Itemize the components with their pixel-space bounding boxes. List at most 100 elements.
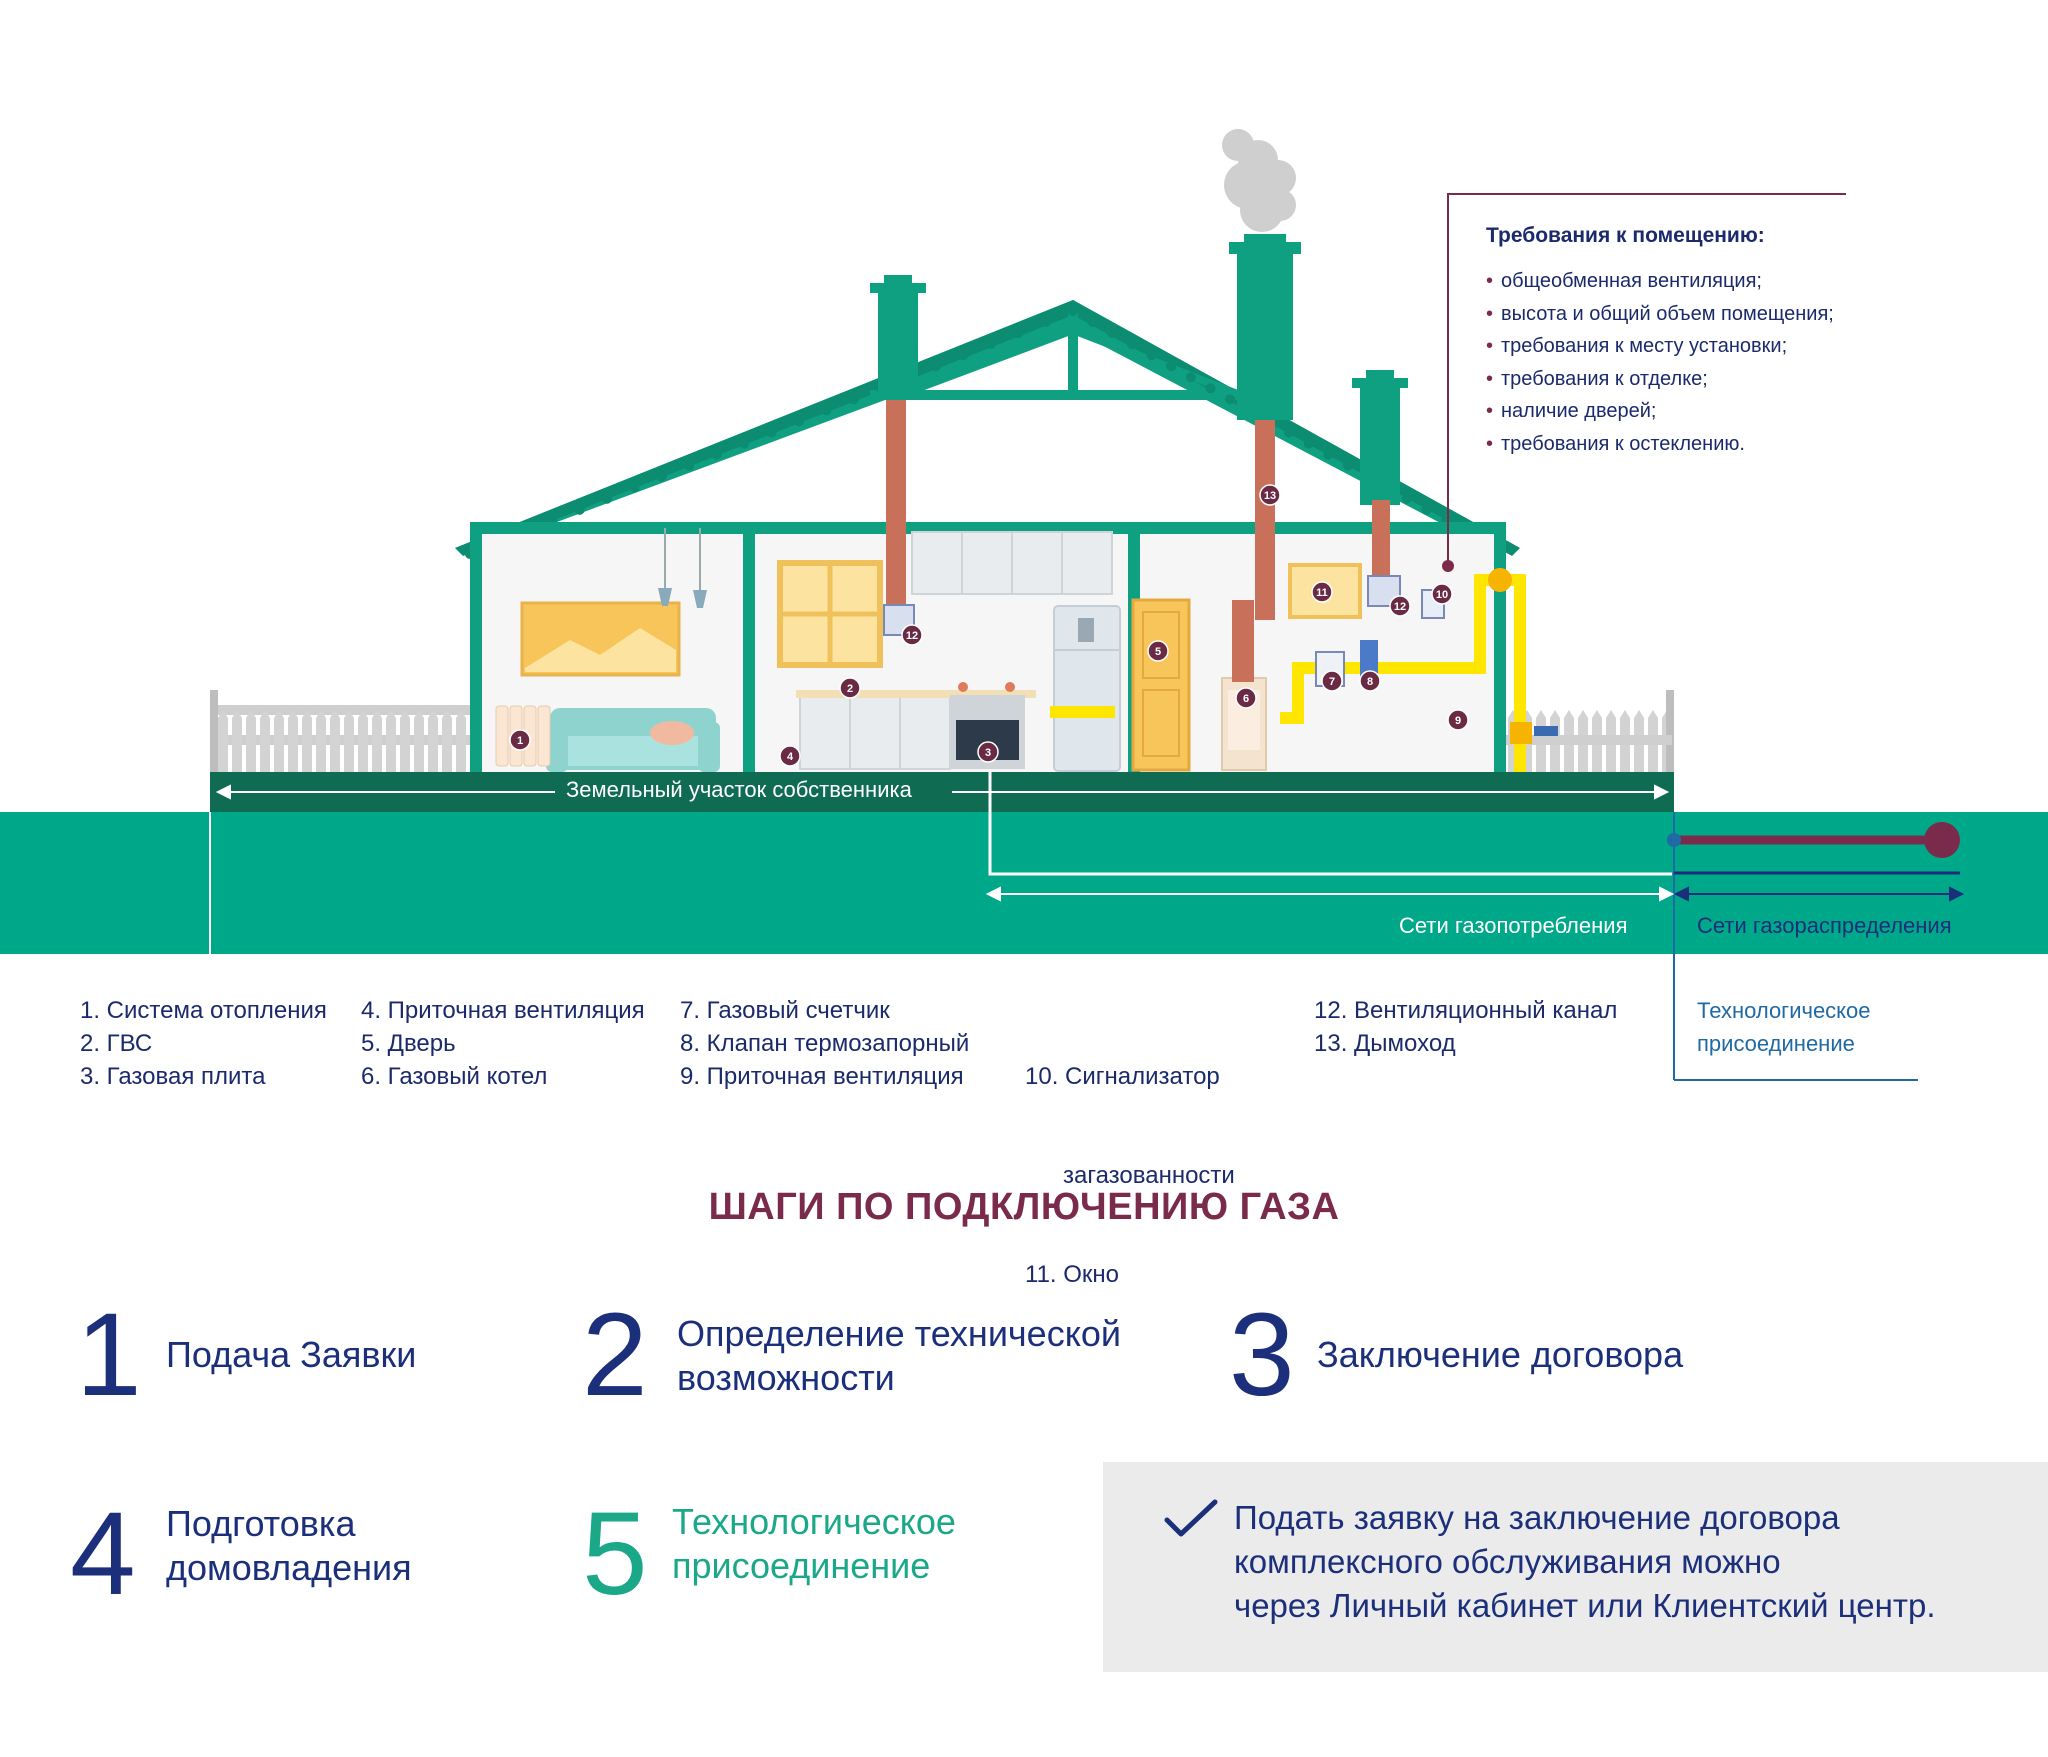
marker-2: 2 xyxy=(839,677,861,699)
fence-picket xyxy=(456,710,466,782)
door xyxy=(1131,598,1191,772)
pendant-lamp xyxy=(658,588,672,606)
fence-picket xyxy=(1648,710,1658,782)
legend-item: 8. Клапан термозапорный xyxy=(680,1030,970,1057)
room-window xyxy=(1288,563,1362,619)
picture-frame xyxy=(520,601,681,677)
bullet-icon: • xyxy=(1486,432,1494,455)
consumption-bracket xyxy=(988,772,1672,876)
roof-shingle xyxy=(1146,350,1157,361)
step-line: возможности xyxy=(677,1357,895,1398)
fence-picket xyxy=(288,710,298,782)
roof-shingle xyxy=(1107,328,1118,339)
pipe-joint xyxy=(1488,568,1512,592)
flue-pipe-left xyxy=(886,400,906,612)
svg-text:7: 7 xyxy=(1329,676,1335,688)
marker-8: 8 xyxy=(1359,670,1381,692)
legend-col-3: 7. Газовый счетчик 8. Клапан термозапорн… xyxy=(680,994,969,1093)
marker-6: 6 xyxy=(1235,687,1257,709)
distribution-arrow xyxy=(1673,886,1965,902)
chimney-right xyxy=(1352,370,1408,505)
bullet-icon: • xyxy=(1486,367,1494,390)
note-line: Подать заявку на заключение договора xyxy=(1234,1499,1840,1536)
fence-picket xyxy=(1592,710,1602,782)
fence-picket xyxy=(358,710,368,782)
step-text: Заключение договора xyxy=(1317,1333,1683,1377)
step-text: Технологическое присоединение xyxy=(672,1500,956,1588)
fence-picket xyxy=(1536,710,1546,782)
marker-7: 7 xyxy=(1321,670,1343,692)
requirement-item: •требования к остеклению. xyxy=(1486,432,1745,455)
svg-text:5: 5 xyxy=(1155,646,1161,658)
roof-shingle xyxy=(739,438,750,449)
roof-shingle xyxy=(1087,317,1098,328)
marker-10: 10 xyxy=(1431,583,1453,605)
legend-item: 2. ГВС xyxy=(80,1030,153,1057)
legend-item: 4. Приточная вентиляция xyxy=(361,997,645,1024)
legend-item: 12. Вентиляционный канал xyxy=(1314,997,1618,1024)
fence-picket xyxy=(442,710,452,782)
bullet-icon: • xyxy=(1486,302,1494,325)
steps-title: ШАГИ ПО ПОДКЛЮЧЕНИЮ ГАЗА xyxy=(708,1186,1340,1228)
svg-text:11: 11 xyxy=(1316,587,1328,599)
marker-1: 1 xyxy=(509,729,531,751)
roof-shingle xyxy=(793,416,804,427)
legend-col-4: 10. Сигнализатор загазованности 11. Окно xyxy=(1025,994,1235,1324)
svg-text:13: 13 xyxy=(1264,490,1276,502)
requirement-item: •общеобменная вентиляция; xyxy=(1486,270,1762,292)
legend-item: 7. Газовый счетчик xyxy=(680,997,890,1024)
roof-shingle xyxy=(1225,394,1236,405)
step-text: Подача Заявки xyxy=(166,1333,416,1377)
flue-pipe-right xyxy=(1372,500,1390,580)
step-line: Подача Заявки xyxy=(166,1334,417,1375)
requirement-item: •требования к месту установки; xyxy=(1486,335,1788,357)
bullet-icon: • xyxy=(1486,270,1494,292)
step-line: домовладения xyxy=(166,1547,412,1588)
step-text: Определение технической возможности xyxy=(677,1312,1121,1400)
step-number: 2 xyxy=(582,1289,648,1421)
fence-picket xyxy=(1578,710,1588,782)
fence-picket xyxy=(386,710,396,782)
roof-shingle xyxy=(1126,339,1137,350)
svg-text:6: 6 xyxy=(1243,693,1249,705)
lower-cabinets xyxy=(799,694,951,770)
fence-picket xyxy=(1550,710,1560,782)
roof-shingle xyxy=(574,504,585,515)
step-number: 3 xyxy=(1229,1289,1295,1421)
upper-cabinets xyxy=(911,531,1113,595)
svg-text:12: 12 xyxy=(906,630,918,642)
note-box xyxy=(1103,1462,2048,1672)
countertop xyxy=(796,690,1036,698)
marker-12: 12 xyxy=(1389,595,1411,617)
fence-picket xyxy=(316,710,326,782)
svg-text:8: 8 xyxy=(1367,676,1373,688)
vent-grille-kitchen xyxy=(883,604,915,636)
roof-shingle xyxy=(1040,317,1051,328)
fence-picket xyxy=(1606,710,1616,782)
requirements-callout-line xyxy=(1447,193,1846,566)
legend-item: загазованности xyxy=(1063,1162,1235,1189)
roof-shingle xyxy=(1068,306,1078,316)
roof-shingle xyxy=(1421,504,1432,515)
consumption-network-label: Сети газопотребления xyxy=(1399,913,1628,938)
roof-shingle xyxy=(1401,493,1412,504)
step-line: Технологическое xyxy=(672,1501,956,1542)
legend-item: 1. Система отопления xyxy=(80,997,327,1024)
smoke-icon xyxy=(1222,129,1296,232)
inlet-valve xyxy=(1510,722,1532,744)
step-line: Определение технической xyxy=(677,1313,1121,1354)
step-number: 4 xyxy=(70,1488,136,1620)
marker-13: 13 xyxy=(1259,484,1281,506)
connection-point xyxy=(1667,833,1681,847)
svg-text:9: 9 xyxy=(1455,715,1461,727)
svg-text:12: 12 xyxy=(1394,601,1406,613)
roof-shingle xyxy=(1284,427,1294,438)
check-icon xyxy=(1164,1499,1218,1537)
consumption-arrow xyxy=(985,886,1675,902)
requirement-item: •наличие дверей; xyxy=(1486,400,1657,422)
step-line: присоединение xyxy=(672,1545,931,1586)
fence-picket xyxy=(260,710,270,782)
legend-tech-line: присоединение xyxy=(1697,1031,1855,1056)
svg-text:2: 2 xyxy=(847,683,853,695)
